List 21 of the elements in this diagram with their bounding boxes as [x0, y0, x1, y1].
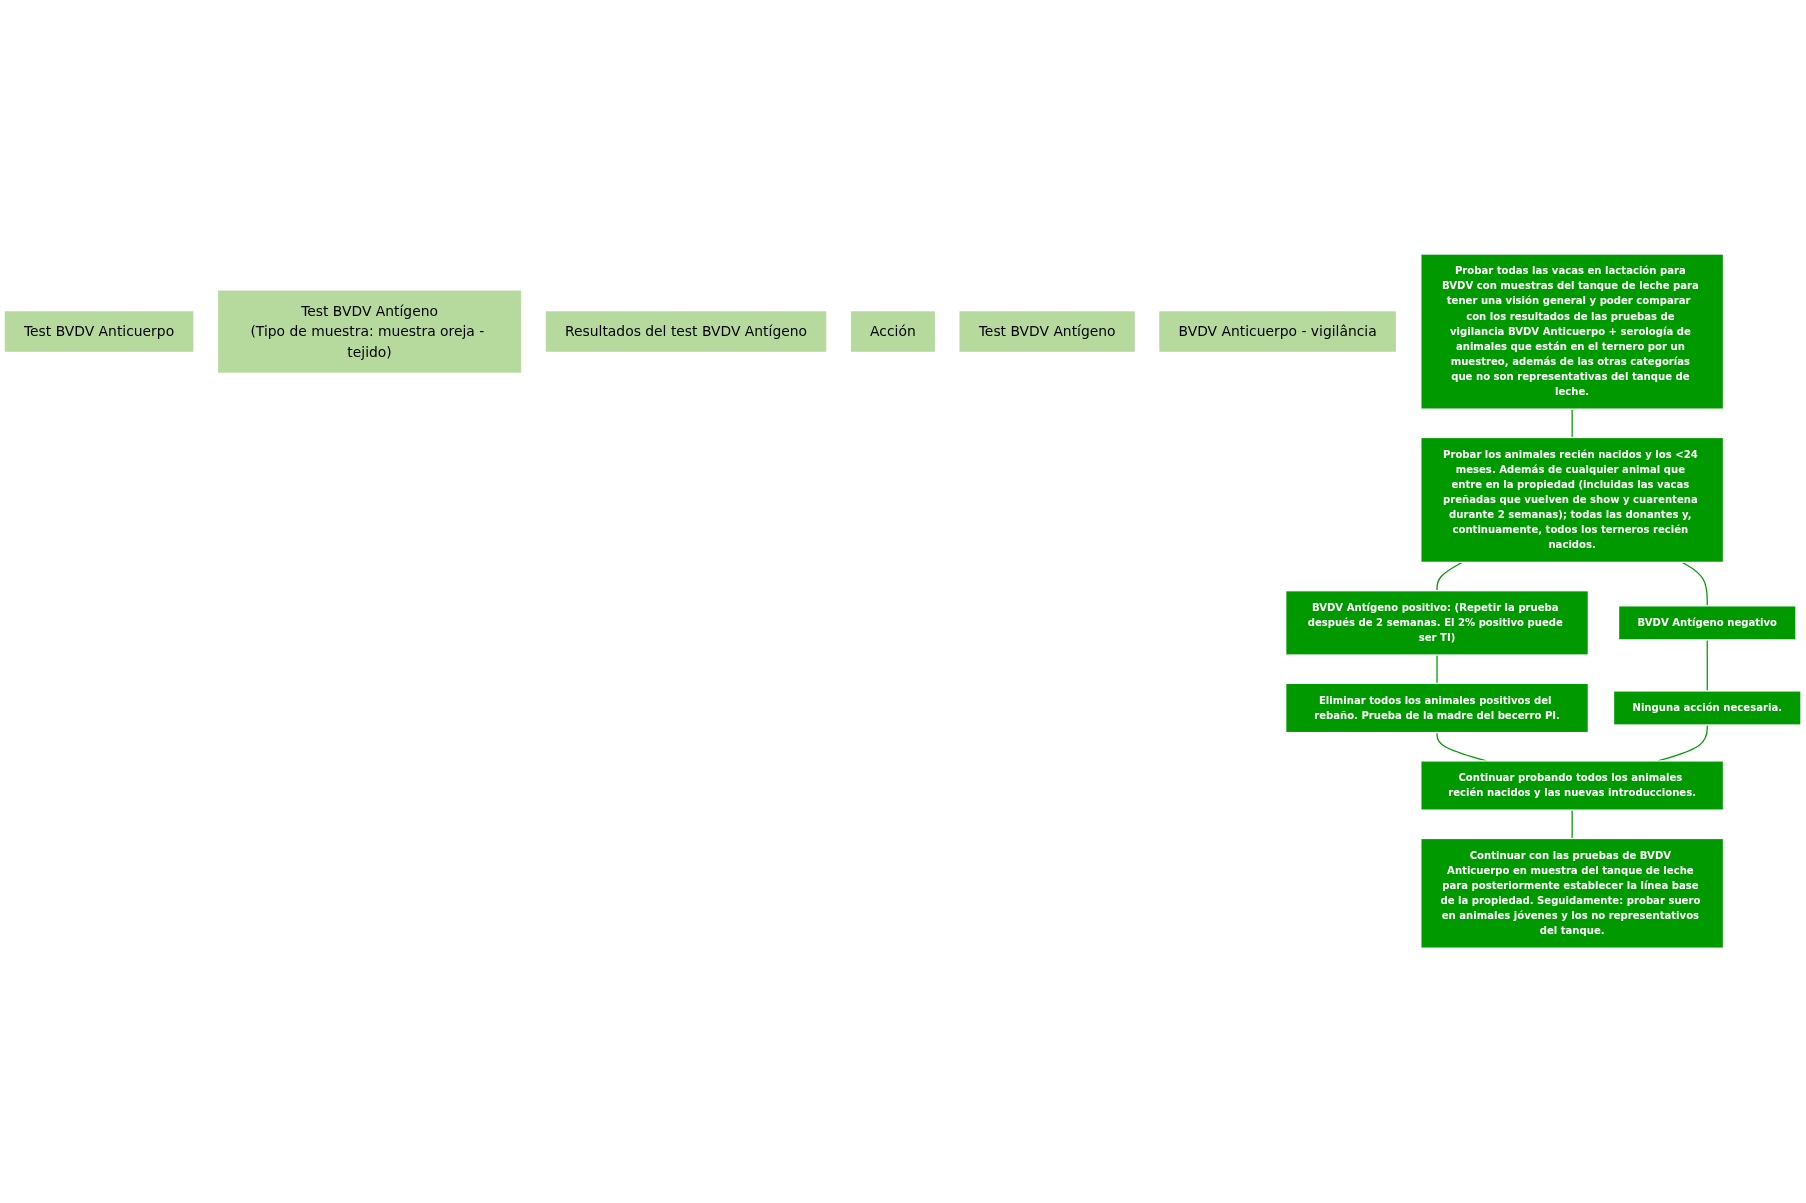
node-box: BVDV Anticuerpo - vigilância — [1159, 311, 1396, 353]
connector — [1571, 809, 1573, 840]
node-box: Continuar probando todos los animales recién nacidos y las nuevas introducciones. — [1420, 760, 1725, 812]
node-box: Test BVDV Anticuerpo — [4, 311, 194, 353]
connector — [1436, 654, 1438, 685]
node-box: Probar todas las vacas en lactación para BVDV con muestras del tanque de leche para tener una visión general y poder comparar con los resultados de las pruebas de vigilancia BVDV Anticuerpo + serología de animales que están en el ternero por un muestreo, además de las otras categorías que no son representativas del tanque de leche. — [1420, 253, 1725, 411]
connector — [1706, 639, 1708, 692]
node-box: Resultados del test BVDV Antígeno — [545, 311, 827, 353]
connector — [1657, 724, 1708, 762]
node-box: Acción — [850, 311, 935, 353]
node-box: Test BVDV Antígeno (Tipo de muestra: muestra oreja - tejido) — [217, 291, 522, 373]
connector — [1571, 408, 1573, 439]
node-box: Ninguna acción necesaria. — [1612, 690, 1802, 726]
node-box: Test BVDV Antígeno — [959, 311, 1135, 353]
node-box: Continuar con las pruebas de BVDV Anticuerpo en muestra del tanque de leche para posteriormente establecer la línea base de la propiedad. Seguidamente: probar suero en animales jóvenes y los no representativos del tanque. — [1420, 838, 1725, 950]
node-box: Eliminar todos los animales positivos del rebaño. Prueba de la madre del becerro PI. — [1285, 683, 1589, 734]
node-box: BVDV Antígeno positivo: (Repetir la prueba después de 2 semanas. El 2% positivo puede ser TI) — [1285, 590, 1589, 657]
node-box: Probar los animales recién nacidos y los <24 meses. Además de cualquier animal que entre en la propiedad (incluidas las vacas preñadas que vuelven de show y cuarentena durante 2 semanas); todas las donantes y, continuamente, todos los terneros recién nacidos. — [1420, 437, 1725, 564]
connector — [1436, 562, 1463, 592]
connector — [1681, 562, 1708, 607]
node-box: BVDV Antígeno negativo — [1617, 605, 1797, 641]
